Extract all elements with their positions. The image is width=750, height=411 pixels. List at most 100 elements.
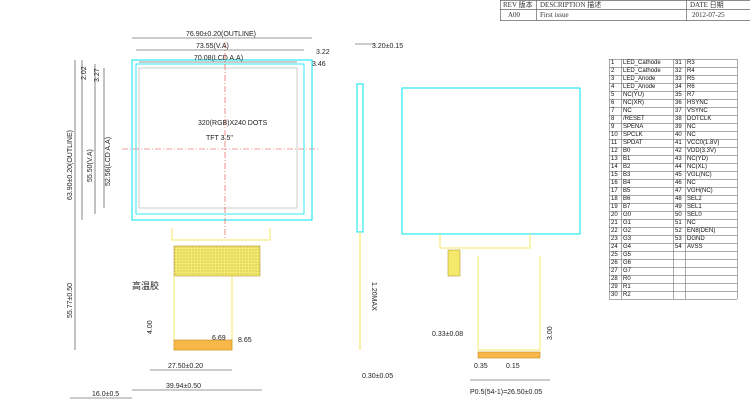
dim-fpc-w1-label: 27.50±0.20: [168, 363, 203, 370]
pin-number: 35: [675, 92, 682, 98]
dim-max-label: 1.20MAX: [370, 282, 377, 311]
pin-signal: SEL0: [687, 212, 702, 218]
pin-number: 18: [611, 196, 618, 202]
dim-total-h-label: 55.77±0.50: [67, 283, 74, 318]
pin-number: 38: [675, 116, 682, 122]
pin-signal: NC: [687, 124, 696, 130]
pin-signal: EN8(DEN): [687, 228, 716, 234]
dim-327-label: 3.27: [94, 68, 101, 82]
back-stiffener: [447, 249, 461, 277]
pin-number: 8: [611, 116, 615, 122]
pin-signal: B7: [623, 204, 631, 210]
dim-outline-h-label: 63.90±0.20(OUTLINE): [67, 130, 74, 200]
pin-number: 42: [675, 148, 682, 154]
pin-signal: R4: [687, 68, 695, 74]
description-header: DESCRIPTION 描述: [540, 1, 602, 9]
pin-signal: VSYNC: [687, 108, 708, 114]
pin-signal: R0: [623, 276, 631, 282]
pin-number: 33: [675, 76, 682, 82]
pin-signal: HSYNC: [687, 100, 709, 106]
pin-number: 32: [675, 68, 682, 74]
pin-number: 10: [611, 132, 618, 138]
dim-322-label: 3.22: [316, 49, 330, 56]
pin-signal: /RESET: [623, 116, 645, 122]
fpc-contact-area: [173, 339, 233, 351]
pin-number: 31: [675, 60, 682, 66]
pin-number: 40: [675, 132, 682, 138]
pin-signal: R6: [687, 84, 695, 90]
back-outline: [401, 87, 581, 235]
dim-aa-w-label: 70.08(LCD A.A): [194, 55, 243, 62]
pin-signal: G2: [623, 228, 632, 234]
pin-number: 30: [611, 292, 618, 298]
pin-table-grid: [609, 59, 738, 300]
pin-number: 3: [611, 76, 615, 82]
pin-number: 22: [611, 228, 618, 234]
pin-number: 47: [675, 188, 682, 194]
revision-block: REV 版本 DESCRIPTION 描述 DATE 日期 A00 First …: [500, 0, 750, 22]
pin-number: 29: [611, 284, 618, 290]
pin-signal: G6: [623, 260, 632, 266]
pin-number: 45: [675, 172, 682, 178]
revision-block-grid: [500, 0, 750, 21]
pin-number: 25: [611, 252, 618, 258]
dim-thickness-label: 3.20±0.15: [372, 43, 403, 50]
pin-signal: LED_Anode: [623, 84, 656, 90]
pin-signal: B6: [623, 196, 631, 202]
pin-signal: R2: [623, 292, 631, 298]
pin-signal: LED_Cathode: [623, 68, 661, 74]
tft-size-label: TFT 3.5": [206, 135, 233, 142]
front-va-area: [135, 63, 305, 215]
fpc-tape-label: 高温胶: [132, 280, 159, 291]
pin-number: 17: [611, 188, 618, 194]
front-aa-area: [138, 67, 298, 209]
dim-015-label: 0.15: [506, 363, 520, 370]
pin-signal: VGH(NC): [687, 188, 713, 194]
dim-300-label: 3.00: [547, 326, 554, 340]
dim-865-label: 8.65: [238, 337, 252, 344]
pin-number: 13: [611, 156, 618, 162]
resolution-label: 320(RGB)X240 DOTS: [198, 120, 268, 127]
pin-number: 9: [611, 124, 615, 130]
pin-number: 1: [611, 60, 615, 66]
pin-number: 46: [675, 180, 682, 186]
pin-number: 28: [611, 276, 618, 282]
pin-number: 24: [611, 244, 618, 250]
rev-header: REV 版本: [503, 1, 533, 9]
pin-signal: G3: [623, 236, 632, 242]
pin-signal: G4: [623, 244, 632, 250]
pin-signal: LED_Anode: [623, 76, 656, 82]
pin-signal: G0: [623, 212, 632, 218]
pin-signal: NC(YD): [687, 156, 708, 162]
pin-number: 19: [611, 204, 618, 210]
pin-number: 2: [611, 68, 615, 74]
pin-signal: SPCLK: [623, 132, 643, 138]
pin-signal: SEL2: [687, 196, 702, 202]
back-fpc-neck: [439, 234, 531, 249]
pin-number: 11: [611, 140, 618, 146]
dim-669-label: 6.69: [212, 335, 226, 342]
pin-signal: G5: [623, 252, 632, 258]
pin-number: 53: [675, 236, 682, 242]
pin-signal: R3: [687, 60, 695, 66]
pin-signal: B5: [623, 188, 631, 194]
pin-number: 52: [675, 228, 682, 234]
date-header: DATE 日期: [690, 1, 724, 9]
dim-400-label: 4.00: [147, 320, 154, 334]
pin-signal: LED_Cathode: [623, 60, 661, 66]
back-contact-area: [477, 351, 541, 359]
pin-number: 12: [611, 148, 618, 154]
description-value: First issue: [540, 11, 569, 19]
pin-signal: VGL(NC): [687, 172, 712, 178]
side-panel: [356, 83, 364, 233]
pin-signal: R7: [687, 92, 695, 98]
pin-signal: NC: [687, 132, 696, 138]
rev-value: A00: [508, 11, 521, 19]
pin-number: 48: [675, 196, 682, 202]
pin-signal: R1: [623, 284, 631, 290]
pin-signal: DOTCLK: [687, 116, 712, 122]
pin-signal: VDD(3.3V): [687, 148, 717, 154]
pin-number: 51: [675, 220, 682, 226]
dim-035-label: 0.35: [474, 363, 488, 370]
front-outline: [131, 59, 313, 221]
